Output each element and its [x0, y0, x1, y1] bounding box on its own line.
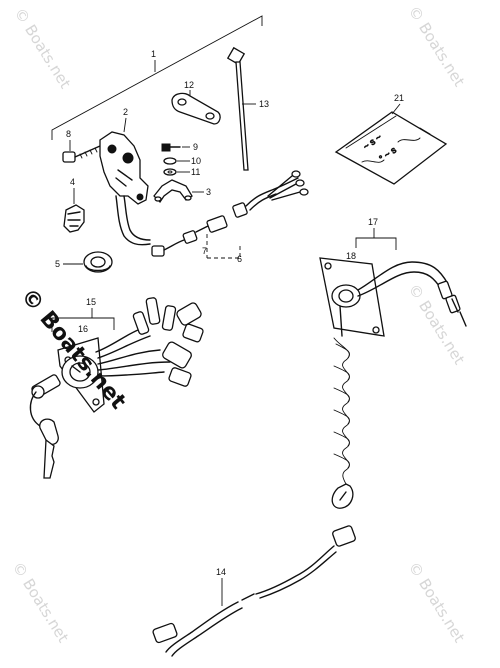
- callout-9: 9: [193, 142, 198, 152]
- callout-1: 1: [151, 49, 156, 59]
- part-11-washer: 11: [163, 167, 200, 177]
- callout-4: 4: [70, 177, 75, 187]
- callout-11: 11: [191, 167, 200, 177]
- part-12-plate: 12: [171, 80, 221, 125]
- group-1-bracket: 1: [51, 15, 263, 140]
- part-8-bolt: 8: [62, 129, 101, 163]
- part-21-bag: ~ s ~ ° ~ s 21: [334, 93, 448, 185]
- callout-15: 15: [86, 297, 96, 307]
- callout-7: 7: [202, 246, 207, 256]
- watermark-bottom-right: © Boats.net: [405, 559, 469, 646]
- part-5-grommet: 5: [55, 251, 113, 273]
- part-17-stop-switch: 17 18: [319, 217, 467, 509]
- callout-16: 16: [78, 324, 88, 334]
- callout-12: 12: [184, 80, 194, 90]
- part-4-clip: 4: [63, 177, 85, 233]
- callout-18: 18: [346, 251, 356, 261]
- watermark-mid-right: © Boats.net: [405, 281, 469, 368]
- callout-21: 21: [394, 93, 404, 103]
- watermark-bottom-left: © Boats.net: [9, 559, 73, 646]
- part-14-wire-lead: 14: [152, 525, 356, 657]
- part-10-washer: 10: [163, 156, 201, 166]
- callout-10: 10: [191, 156, 201, 166]
- watermark-top-right: © Boats.net: [405, 3, 469, 90]
- callout-8: 8: [66, 129, 71, 139]
- callout-13: 13: [259, 99, 269, 109]
- callout-14: 14: [216, 567, 226, 577]
- callout-17: 17: [368, 217, 378, 227]
- part-3-clamp: 3: [153, 179, 211, 204]
- part-6-harness: 7 6: [151, 170, 309, 264]
- callout-3: 3: [206, 187, 211, 197]
- callout-6: 6: [237, 254, 242, 264]
- watermark-top-left: © Boats.net: [11, 5, 75, 92]
- callout-2: 2: [123, 107, 128, 117]
- part-13-cable-tie: 13: [226, 46, 269, 171]
- part-15-switch-assembly: 15 16: [29, 297, 204, 479]
- part-2-holder: 2: [99, 107, 151, 246]
- callout-5: 5: [55, 259, 60, 269]
- part-9-screw: 9: [161, 142, 198, 152]
